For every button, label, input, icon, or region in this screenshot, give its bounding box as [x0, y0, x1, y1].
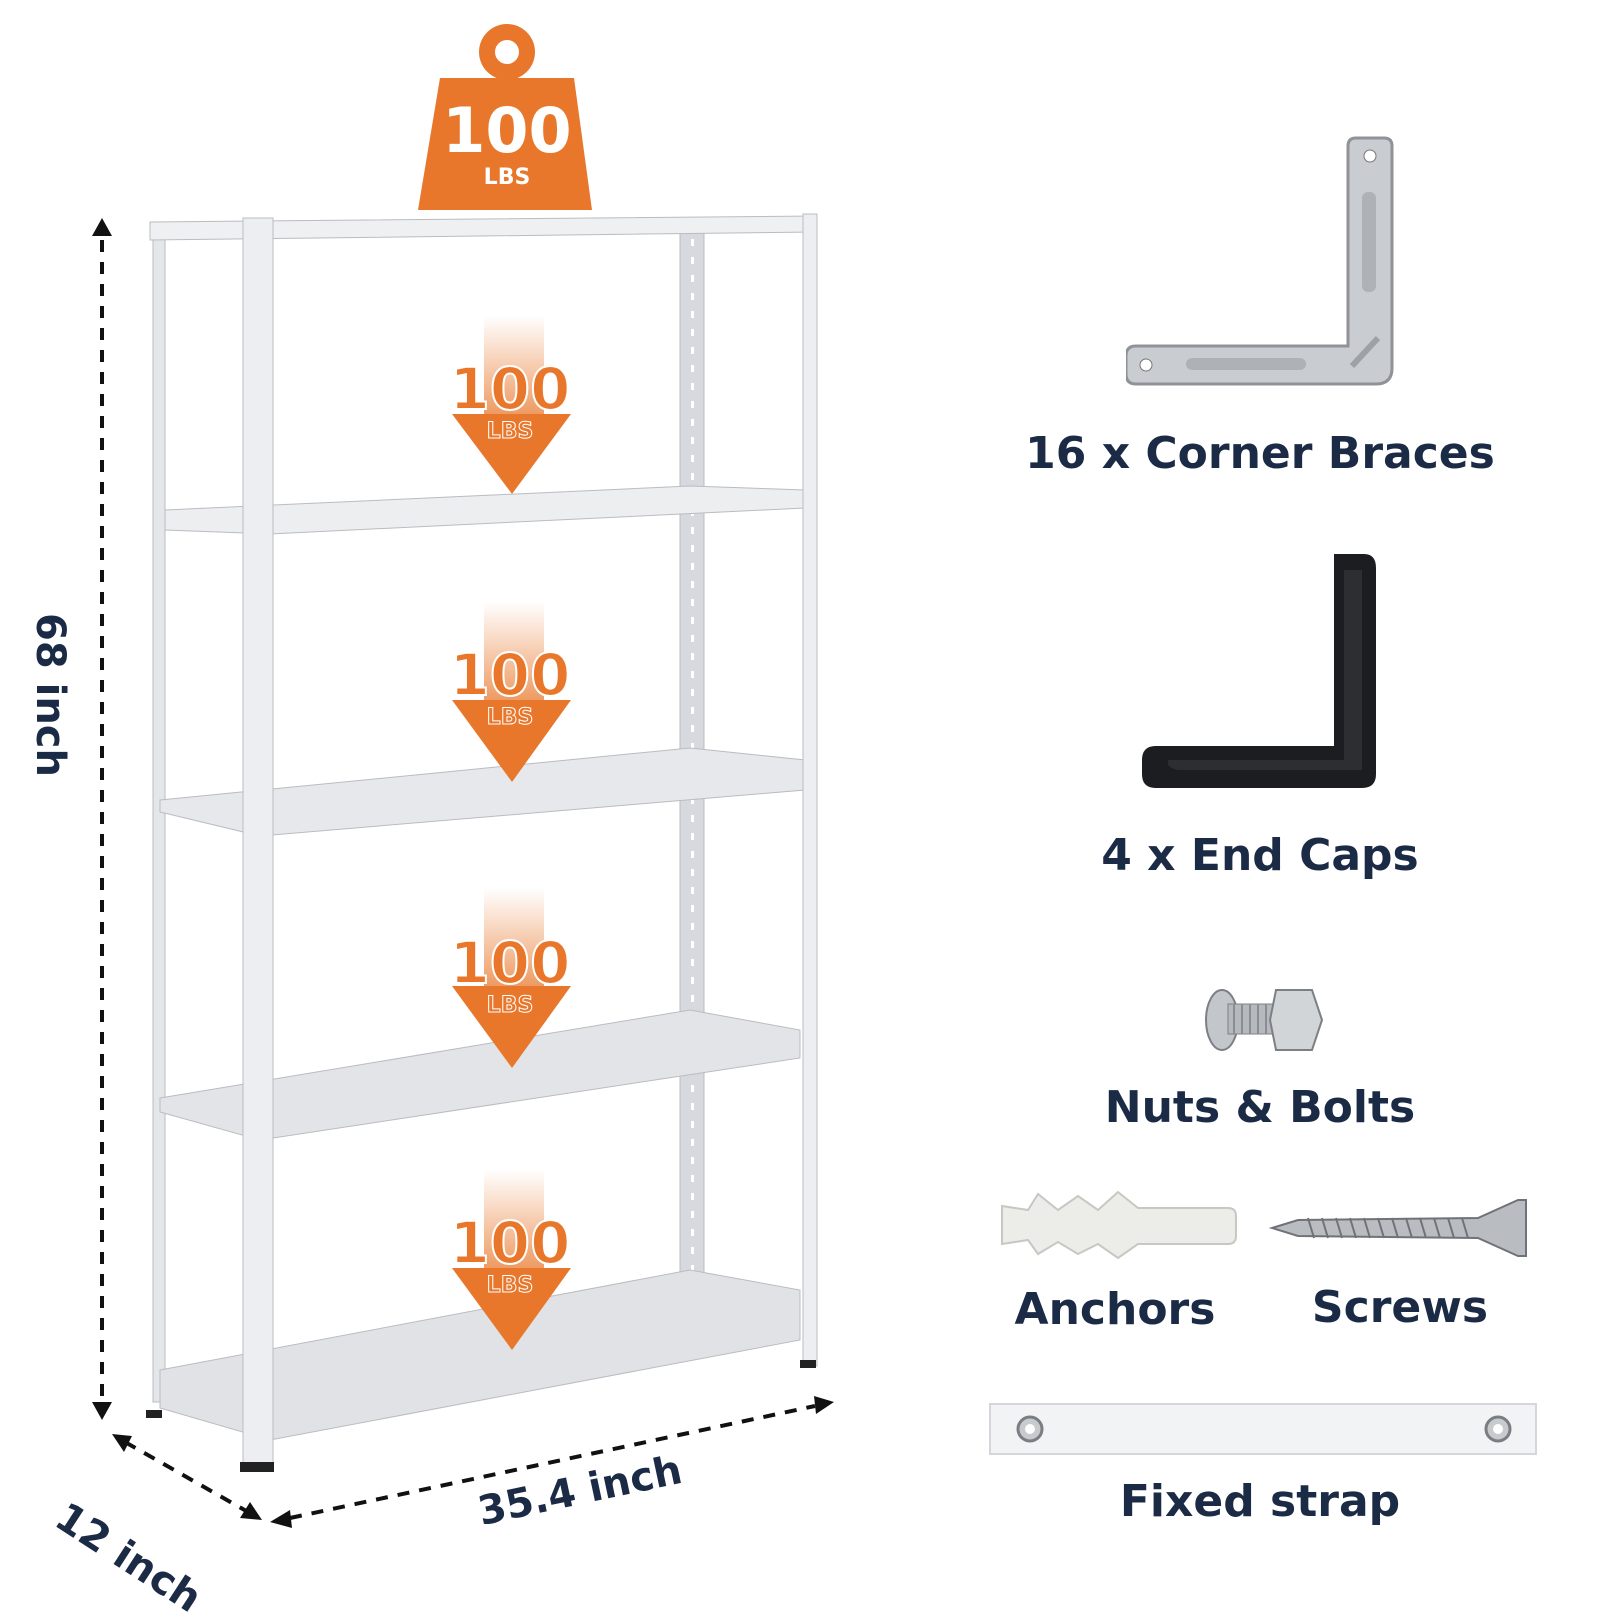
nuts-bolts-label: Nuts & Bolts	[1104, 1082, 1416, 1133]
height-dimension-line	[92, 218, 112, 1420]
front-post-right	[802, 213, 818, 1367]
load-arrow	[452, 1170, 571, 1350]
shelf-unit	[92, 24, 834, 1528]
fixed-strap-label: Fixed strap	[1119, 1476, 1401, 1527]
shelf-load-value: 100	[448, 355, 571, 423]
shelf-load-value: 100	[448, 929, 571, 997]
top-weight-unit: LBS	[483, 165, 531, 190]
anchors-label: Anchors	[1014, 1284, 1216, 1335]
depth-dimension-line	[112, 1434, 262, 1520]
shelf-load-unit: LBS	[486, 993, 534, 1018]
shelf-load-unit: LBS	[486, 419, 534, 444]
foot	[240, 1462, 274, 1472]
load-arrow	[452, 602, 571, 782]
shelf-4	[159, 1009, 801, 1141]
fixed-strap-icon	[989, 1403, 1537, 1455]
height-label: 68 inch	[27, 613, 73, 777]
front-post-left	[242, 217, 274, 1467]
screw-icon	[1268, 1199, 1527, 1257]
foot	[800, 1360, 816, 1368]
shelf-load-value: 100	[448, 641, 571, 709]
shelf-bottom	[159, 1269, 801, 1441]
width-dimension-line	[270, 1396, 834, 1528]
corner-braces-label: 16 x Corner Braces	[1025, 428, 1495, 479]
top-weight-value: 100	[442, 94, 572, 167]
weight-icon	[418, 24, 592, 210]
foot	[146, 1410, 162, 1418]
nut-bolt-icon	[1205, 989, 1324, 1051]
end-cap-icon	[1142, 554, 1376, 788]
shelf-load-value: 100	[448, 1209, 571, 1277]
load-arrow	[452, 316, 571, 494]
load-arrow	[452, 888, 571, 1068]
corner-brace-icon	[1126, 136, 1394, 386]
anchor-icon	[1001, 1190, 1237, 1260]
shelf-load-unit: LBS	[486, 1273, 534, 1298]
shelf-load-unit: LBS	[486, 705, 534, 730]
end-caps-label: 4 x End Caps	[1101, 830, 1419, 881]
screws-label: Screws	[1311, 1282, 1489, 1333]
